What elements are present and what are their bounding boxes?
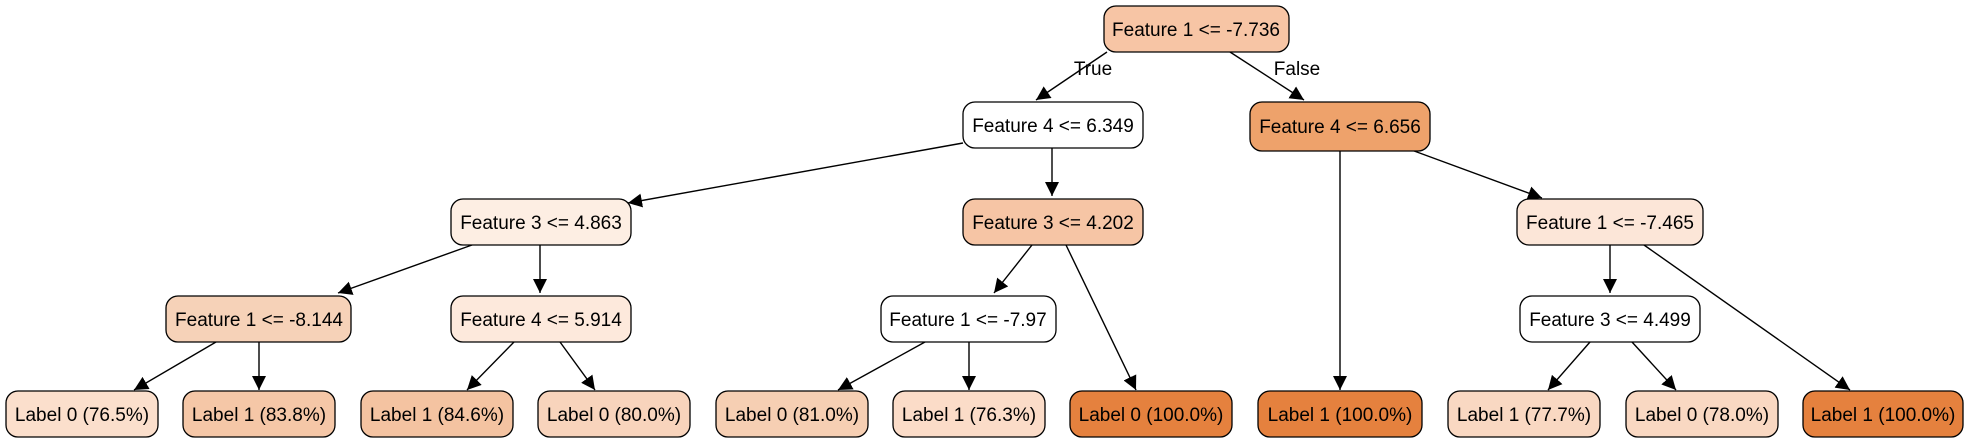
tree-leaf-l3: Label 0 (80.0%) xyxy=(537,390,691,438)
tree-leaf-l2: Label 1 (84.6%) xyxy=(360,390,514,438)
edge-n0-n1 xyxy=(1035,51,1108,101)
node-label: Feature 4 <= 6.349 xyxy=(972,116,1134,137)
leaf-label: Label 1 (83.8%) xyxy=(192,405,326,426)
tree-leaf-l9: Label 0 (78.0%) xyxy=(1625,390,1779,438)
tree-node-n9: Feature 3 <= 4.499 xyxy=(1519,295,1701,343)
edge-n7-l3 xyxy=(559,341,596,391)
node-label: Feature 1 <= -7.465 xyxy=(1526,213,1694,234)
leaf-label: Label 1 (76.3%) xyxy=(902,405,1036,426)
tree-node-n6: Feature 1 <= -8.144 xyxy=(165,295,352,343)
node-label: Feature 3 <= 4.499 xyxy=(1529,310,1691,331)
leaf-label: Label 1 (100.0%) xyxy=(1268,405,1413,426)
tree-leaf-l1: Label 1 (83.8%) xyxy=(182,390,336,438)
tree-leaf-l0: Label 0 (76.5%) xyxy=(5,390,159,438)
tree-node-root: Feature 1 <= -7.736 xyxy=(1103,5,1290,53)
leaf-label: Label 1 (77.7%) xyxy=(1457,405,1591,426)
leaf-label: Label 1 (84.6%) xyxy=(370,405,504,426)
edge-label-true: True xyxy=(1074,59,1112,80)
leaf-label: Label 0 (100.0%) xyxy=(1079,405,1224,426)
leaf-label: Label 0 (78.0%) xyxy=(1635,405,1769,426)
edge-n7-l2 xyxy=(466,341,515,391)
tree-leaf-l4: Label 0 (81.0%) xyxy=(715,390,869,438)
tree-leaf-l5: Label 1 (76.3%) xyxy=(892,390,1046,438)
edge-n3-n6 xyxy=(337,244,473,295)
node-label: Feature 4 <= 6.656 xyxy=(1259,117,1421,138)
tree-leaf-l7: Label 1 (100.0%) xyxy=(1257,390,1423,438)
edge-n4-n8 xyxy=(993,244,1033,294)
node-label: Feature 4 <= 5.914 xyxy=(460,310,622,331)
edge-n4-l6 xyxy=(1065,244,1137,391)
tree-node-n3: Feature 3 <= 4.863 xyxy=(450,198,632,246)
edge-n0-n2 xyxy=(1229,51,1305,101)
node-label: Feature 1 <= -7.736 xyxy=(1112,20,1280,41)
edge-n9-l9 xyxy=(1631,341,1677,391)
tree-leaf-l10: Label 1 (100.0%) xyxy=(1802,390,1964,438)
tree-node-n7: Feature 4 <= 5.914 xyxy=(450,295,632,343)
node-label: Feature 1 <= -8.144 xyxy=(175,310,343,331)
edge-n6-l0 xyxy=(133,341,217,391)
leaf-label: Label 0 (81.0%) xyxy=(725,405,859,426)
tree-node-n1: Feature 4 <= 6.349 xyxy=(962,101,1144,149)
tree-node-n2: Feature 4 <= 6.656 xyxy=(1249,101,1431,152)
tree-node-n5: Feature 1 <= -7.465 xyxy=(1516,198,1704,246)
edge-n5-l10 xyxy=(1643,244,1851,391)
tree-leaf-l8: Label 1 (77.7%) xyxy=(1447,390,1601,438)
edges xyxy=(133,51,1851,391)
node-label: Feature 3 <= 4.202 xyxy=(972,213,1134,234)
edge-label-false: False xyxy=(1274,59,1320,80)
tree-leaf-l6: Label 0 (100.0%) xyxy=(1069,390,1233,438)
edge-n2-n5 xyxy=(1405,147,1543,200)
leaf-label: Label 0 (76.5%) xyxy=(15,405,149,426)
leaf-label: Label 1 (100.0%) xyxy=(1811,405,1956,426)
edge-n8-l4 xyxy=(837,341,926,391)
tree-node-n4: Feature 3 <= 4.202 xyxy=(962,198,1144,246)
node-label: Feature 3 <= 4.863 xyxy=(460,213,622,234)
node-label: Feature 1 <= -7.97 xyxy=(889,310,1046,331)
edge-n9-l8 xyxy=(1547,341,1591,391)
tree-node-n8: Feature 1 <= -7.97 xyxy=(880,295,1057,343)
leaf-label: Label 0 (80.0%) xyxy=(547,405,681,426)
edge-n1-n3 xyxy=(627,142,964,208)
